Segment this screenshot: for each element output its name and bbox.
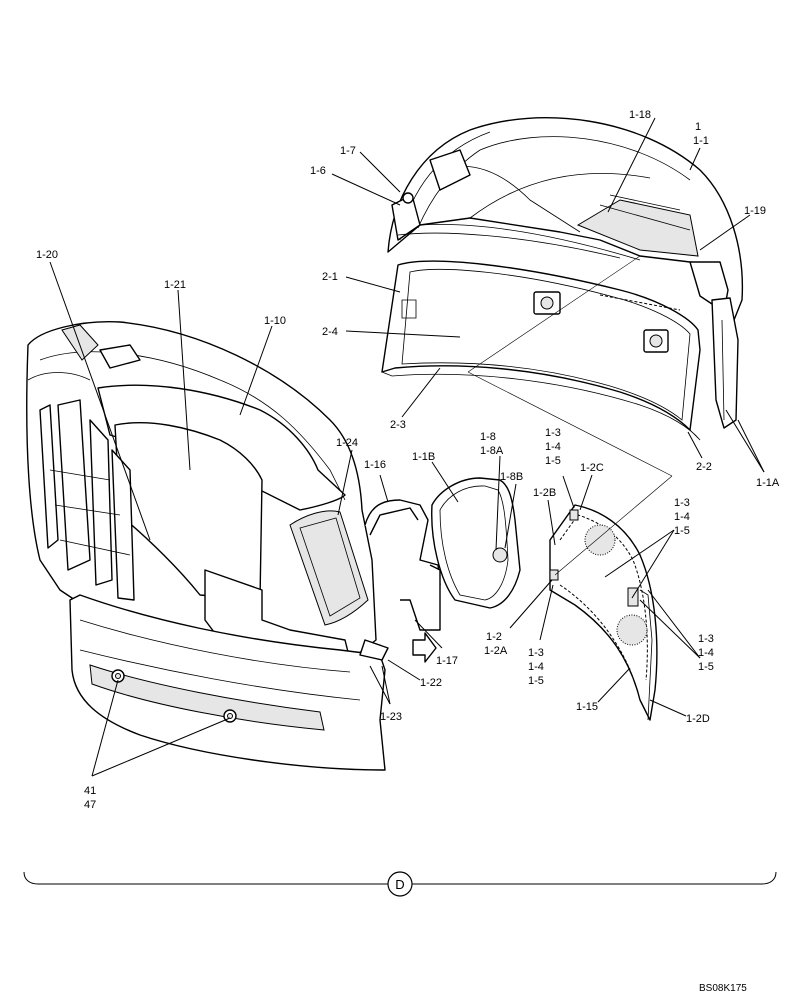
label-1-5-bottom: 1-5: [528, 675, 544, 687]
label-1-4-bottom: 1-4: [528, 661, 544, 673]
label-2-1: 2-1: [322, 271, 338, 283]
vent-grille-upper: [584, 524, 616, 556]
label-1-5-top: 1-5: [545, 455, 561, 467]
label-1-2C: 1-2C: [580, 462, 604, 474]
part-labels: 1 1-1 1-18 1-7 1-6 1-19 1-20 1-21 1-10 2…: [36, 109, 780, 994]
label-41: 41: [84, 785, 96, 797]
label-1-3-right-b: 1-3: [698, 633, 714, 645]
label-1-6: 1-6: [310, 165, 326, 177]
hood-top-assembly: [387, 117, 744, 429]
label-2-4: 2-4: [322, 326, 338, 338]
label-1-5-right-b: 1-5: [698, 661, 714, 673]
label-1-2D: 1-2D: [686, 713, 710, 725]
label-1-15: 1-15: [576, 701, 598, 713]
label-1-4-right-a: 1-4: [674, 511, 690, 523]
phantom-guide-lines: [467, 255, 673, 576]
label-1-1B: 1-1B: [412, 451, 435, 463]
label-1-17: 1-17: [436, 655, 458, 667]
direction-arrow-icon: [412, 632, 437, 663]
label-1-2: 1-2: [486, 631, 502, 643]
label-1: 1: [695, 121, 701, 133]
label-1-16: 1-16: [364, 459, 386, 471]
label-2-2: 2-2: [696, 461, 712, 473]
reference-code: BS08K175: [699, 983, 747, 994]
section-marker-circle: [387, 871, 413, 897]
label-1-22: 1-22: [420, 677, 442, 689]
label-1-8B: 1-8B: [500, 471, 523, 483]
label-1-3-top: 1-3: [545, 427, 561, 439]
label-1-8: 1-8: [480, 431, 496, 443]
label-1-20: 1-20: [36, 249, 58, 261]
label-1-2B: 1-2B: [533, 487, 556, 499]
label-1-1: 1-1: [693, 135, 709, 147]
side-panel-assembly: [381, 260, 701, 441]
label-1-19: 1-19: [744, 205, 766, 217]
vent-grille-lower: [616, 614, 648, 646]
label-1-3-bottom: 1-3: [528, 647, 544, 659]
section-marker: D: [395, 877, 404, 892]
label-1-24: 1-24: [336, 437, 358, 449]
section-bracket: D: [23, 871, 777, 897]
label-1-10: 1-10: [264, 315, 286, 327]
label-1-4-right-b: 1-4: [698, 647, 714, 659]
label-1-8A: 1-8A: [480, 445, 504, 457]
label-1-7: 1-7: [340, 145, 356, 157]
label-1-4-top: 1-4: [545, 441, 561, 453]
side-cowl-panel: [549, 504, 658, 721]
front-hood-assembly: [26, 321, 389, 771]
label-1-23: 1-23: [380, 711, 402, 723]
label-1-2A: 1-2A: [484, 645, 508, 657]
label-1-21: 1-21: [164, 279, 186, 291]
label-47: 47: [84, 799, 96, 811]
label-1-5-right-a: 1-5: [674, 525, 690, 537]
label-2-3: 2-3: [390, 419, 406, 431]
leader-lines: [49, 117, 765, 777]
label-1-18: 1-18: [629, 109, 651, 121]
label-1-3-right-a: 1-3: [674, 497, 690, 509]
label-1-1A: 1-1A: [756, 477, 780, 489]
